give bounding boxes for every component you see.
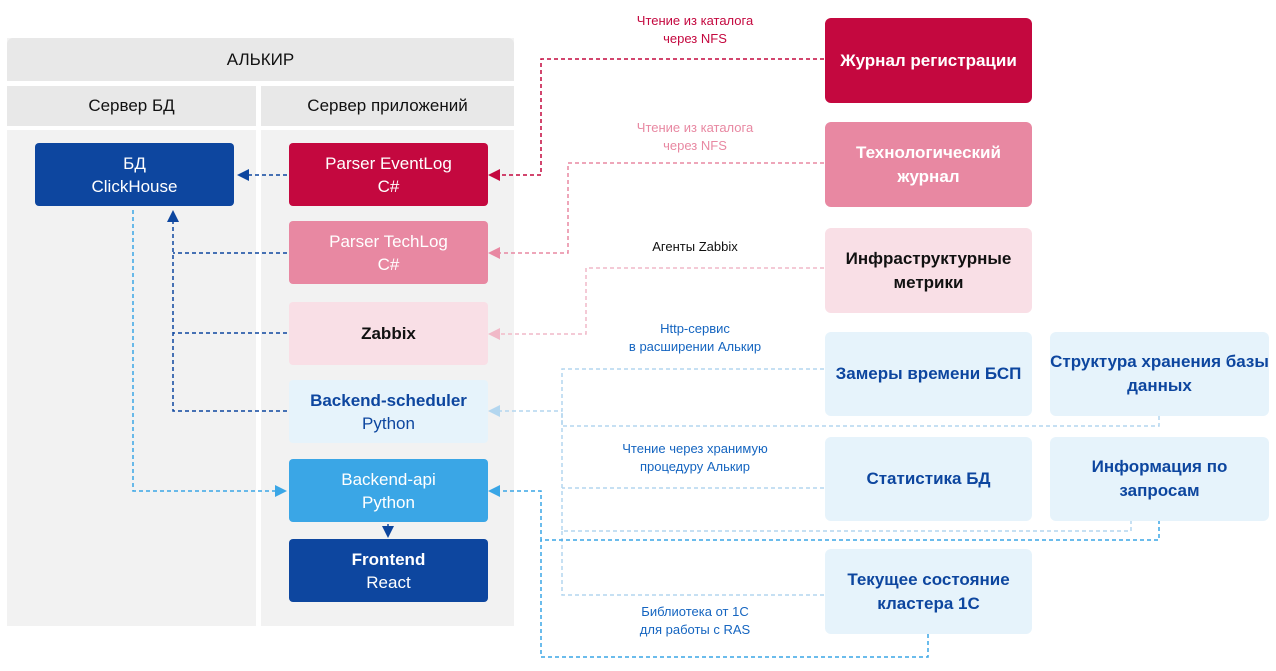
zabbix-agents-label: Агенты Zabbix xyxy=(652,239,738,254)
subheader-divider xyxy=(7,126,514,130)
http-service-label-line2: в расширении Алькир xyxy=(628,339,762,354)
frontend-lang: React xyxy=(366,572,411,592)
tech-log-source: Технологический журнал xyxy=(825,122,1032,207)
alkir-title: АЛЬКИР xyxy=(7,38,514,81)
stored-proc-label-line2: процедуру Алькир xyxy=(639,459,751,474)
header-divider xyxy=(7,81,514,86)
db-stats-source: Статистика БД xyxy=(825,437,1032,521)
nfs-label-2-line1: Чтение из каталога xyxy=(636,120,754,135)
infra-metrics-source: Инфраструктурные метрики xyxy=(825,228,1032,313)
frontend-title: Frontend xyxy=(351,549,426,569)
nfs-label-2: Чтение из каталога через NFS xyxy=(595,119,795,155)
db-subtitle: ClickHouse xyxy=(91,176,178,196)
stored-proc-label: Чтение через хранимую процедуру Алькир xyxy=(595,440,795,476)
parser-techlog-box: Parser TechLog C# xyxy=(289,221,488,284)
column-header-app-server: Сервер приложений xyxy=(261,86,514,126)
backend-api-lang: Python xyxy=(362,492,415,512)
column-divider xyxy=(256,81,261,626)
query-info-source: Информация по запросам xyxy=(1050,437,1269,521)
registration-log-source: Журнал регистрации xyxy=(825,18,1032,103)
clickhouse-db-box: БД ClickHouse xyxy=(35,143,234,206)
nfs-label-1-line2: через NFS xyxy=(663,31,727,46)
backend-scheduler-title: Backend-scheduler xyxy=(310,390,467,410)
stored-proc-label-line1: Чтение через хранимую xyxy=(622,441,768,456)
backend-scheduler-lang: Python xyxy=(362,413,415,433)
column-header-db-server: Сервер БД xyxy=(7,86,256,126)
frontend-box: Frontend React xyxy=(289,539,488,602)
parser-eventlog-title: Parser EventLog xyxy=(325,153,452,173)
bsp-timing-source: Замеры времени БСП xyxy=(825,332,1032,416)
http-service-label: Http-сервис в расширении Алькир xyxy=(595,320,795,356)
ras-library-label-line1: Библиотека от 1С xyxy=(641,604,749,619)
parser-techlog-lang: C# xyxy=(377,254,400,274)
cluster-state-source: Текущее состояние кластера 1С xyxy=(825,549,1032,634)
backend-scheduler-box: Backend-scheduler Python xyxy=(289,380,488,443)
parser-eventlog-lang: C# xyxy=(377,176,400,196)
db-structure-source: Структура хранения базы данных xyxy=(1050,332,1269,416)
backend-api-title: Backend-api xyxy=(341,469,436,489)
ras-library-label-line2: для работы с RAS xyxy=(639,622,751,637)
db-title: БД xyxy=(123,153,146,173)
ras-library-label: Библиотека от 1С для работы с RAS xyxy=(595,603,795,639)
zabbix-box: Zabbix xyxy=(289,302,488,365)
nfs-label-1: Чтение из каталога через NFS xyxy=(595,12,795,48)
http-service-label-line1: Http-сервис xyxy=(660,321,730,336)
zabbix-title: Zabbix xyxy=(361,324,416,343)
nfs-label-1-line1: Чтение из каталога xyxy=(636,13,754,28)
parser-eventlog-box: Parser EventLog C# xyxy=(289,143,488,206)
backend-api-box: Backend-api Python xyxy=(289,459,488,522)
nfs-label-2-line2: через NFS xyxy=(663,138,727,153)
parser-techlog-title: Parser TechLog xyxy=(329,231,448,251)
